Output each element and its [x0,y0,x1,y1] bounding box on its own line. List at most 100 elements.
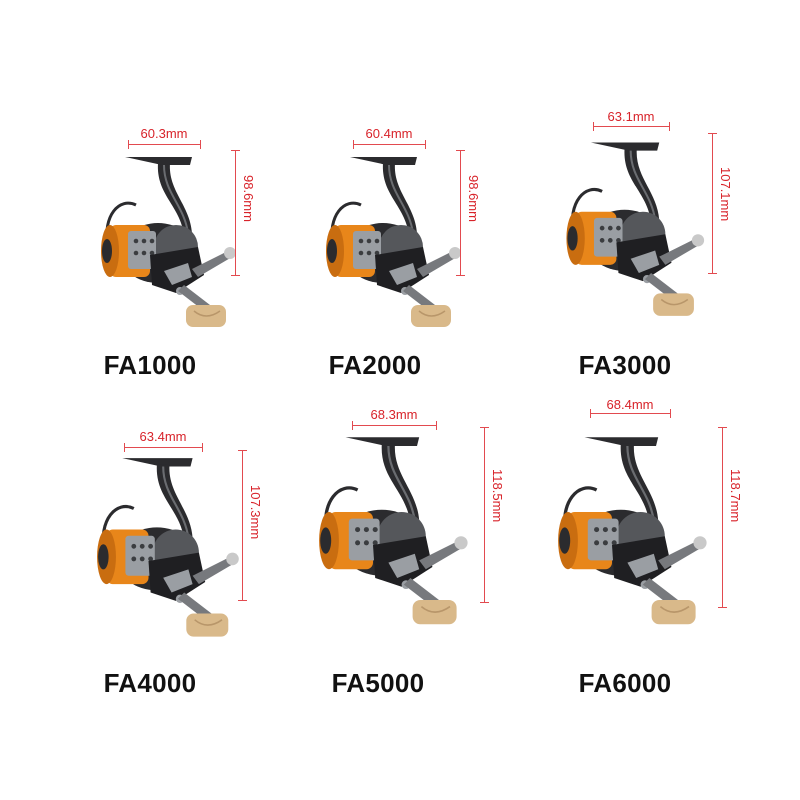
reel-stem-highlight [387,445,416,521]
height-dimension-tick [480,602,489,603]
reel-stem-highlight [163,164,189,234]
spool-hole [366,250,372,256]
reel-graphic [558,437,707,625]
spool-hole [372,527,378,533]
reel-graphic [319,437,468,625]
handle-knob-grain [659,605,690,613]
width-dimension-tick [590,409,591,418]
fishing-reel-image [97,458,239,637]
body-panel [627,553,659,578]
product-card: 68.4mm 118.7mm FA6000 [500,395,760,725]
reel-graphic [566,142,705,316]
handle-knob-grain [193,310,221,317]
spool-hole [599,225,605,231]
spool-hole [611,527,617,533]
spool-hole [374,250,380,256]
height-dimension-label: 107.1mm [718,167,733,222]
reel-foot [590,142,660,151]
width-dimension-tick [353,140,354,149]
width-dimension-tick [128,140,129,149]
width-dimension-line [353,144,425,145]
height-dimension-tick [456,150,465,151]
handle-knob-grain [420,605,451,613]
spool-hole [599,238,605,243]
height-dimension-label: 98.6mm [466,175,481,222]
drag-knob [327,239,337,263]
height-dimension-tick [231,275,240,276]
spool-hole [358,250,364,256]
width-dimension-line [590,413,670,414]
handle-arm [659,238,701,265]
fishing-reel-image [101,157,236,327]
side-knob [691,234,705,247]
height-dimension-label: 118.7mm [728,469,743,523]
spool-hole [131,556,137,562]
drag-knob [320,527,332,554]
spool-hole [616,238,621,243]
height-dimension-line [460,150,461,275]
drag-knob [98,544,109,570]
height-dimension-tick [718,427,727,428]
fishing-reel-image [319,437,468,625]
model-name: FA4000 [103,668,197,698]
reel-foot [122,458,193,467]
handle-knob-grain [418,310,446,317]
side-knob [224,247,236,259]
width-dimension-tick [670,409,671,418]
handle-arm [192,251,232,277]
spool-hole [133,250,139,256]
model-name: FA2000 [328,350,422,380]
drag-knob [102,239,112,263]
spool-hole [149,238,155,244]
spool-hole [594,527,600,533]
spool-hole [148,543,154,549]
handle-shaft [644,273,678,300]
height-dimension-line [242,450,243,600]
model-name: FA3000 [578,350,672,380]
model-name: FA5000 [331,668,425,698]
reel-foot [125,157,192,165]
height-dimension-tick [231,150,240,151]
spool-hole [602,540,608,546]
spool-hole [607,238,613,243]
handle-arm [658,540,703,570]
model-name: FA6000 [578,668,672,698]
spool-hole [358,238,364,244]
spool-hole [141,250,147,256]
width-dimension-tick [593,122,594,131]
reel-stem-highlight [388,164,414,234]
handle-knob-grain [660,298,689,306]
width-dimension-tick [425,140,426,149]
product-card: 63.4mm 107.3mm FA4000 [20,415,280,745]
fishing-reel-image [566,142,705,316]
drag-knob [567,226,578,251]
spool-hole [363,540,369,546]
handle-shaft [403,578,439,607]
product-card: 60.4mm 98.6mm FA2000 [245,95,505,425]
handle-arm [419,540,464,570]
spool-hole [611,540,617,546]
width-dimension-tick [352,421,353,430]
reel-graphic [326,157,461,327]
spool-hole [148,556,154,562]
width-dimension-line [352,425,436,426]
spool-hole [363,527,369,533]
spool-hole [355,527,361,533]
reel-foot [350,157,417,165]
height-dimension-tick [238,600,247,601]
height-dimension-line [722,427,723,607]
reel-stem-highlight [162,466,190,539]
width-dimension-line [593,126,669,127]
spool-hole [141,238,147,244]
width-dimension-tick [200,140,201,149]
reel-stem-highlight [626,445,655,521]
body-panel [163,569,193,593]
handle-shaft [178,285,210,311]
body-panel [388,553,420,578]
side-knob [454,536,468,550]
height-dimension-tick [456,275,465,276]
height-dimension-tick [480,427,489,428]
height-dimension-tick [708,133,717,134]
height-dimension-line [484,427,485,602]
